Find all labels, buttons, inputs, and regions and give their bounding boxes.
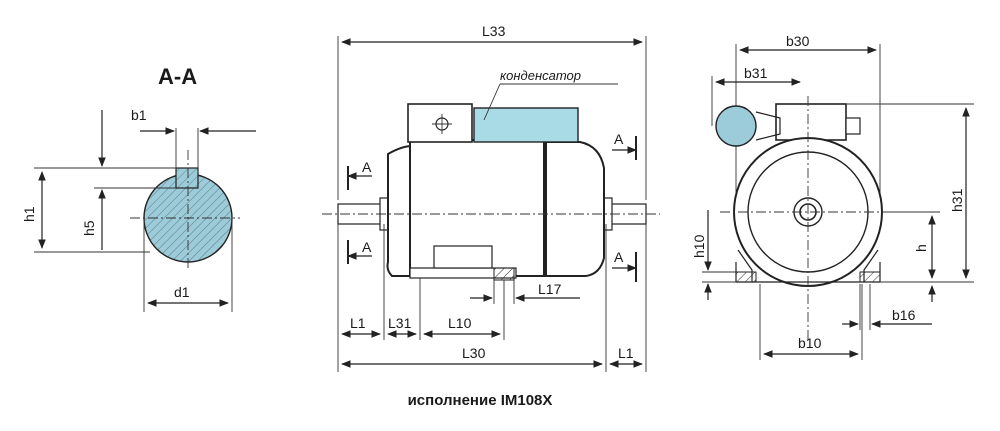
capacitor-round xyxy=(715,105,757,147)
section-marks-left: А А xyxy=(347,159,372,264)
dim-L1-left: L1 xyxy=(341,224,385,340)
dim-L17: L17 xyxy=(470,280,580,304)
svg-text:L10: L10 xyxy=(448,315,472,331)
dim-d1: d1 xyxy=(143,218,233,312)
svg-text:b10: b10 xyxy=(798,335,822,351)
dim-b16: b16 xyxy=(842,284,932,330)
dim-h10: h10 xyxy=(691,210,736,300)
svg-text:L30: L30 xyxy=(462,345,486,361)
svg-text:L1: L1 xyxy=(350,315,366,331)
svg-text:b31: b31 xyxy=(744,65,768,81)
svg-text:А: А xyxy=(362,159,372,175)
dim-h5: h5 xyxy=(81,110,176,250)
svg-text:b16: b16 xyxy=(892,307,916,323)
side-view: L33 конден xyxy=(322,23,660,372)
dim-h1: h1 xyxy=(21,167,176,253)
drawing-caption: исполнение IM108X xyxy=(407,392,553,409)
dim-b1: b1 xyxy=(131,107,256,168)
svg-text:А: А xyxy=(614,131,624,147)
dim-L10: L10 xyxy=(423,280,505,340)
svg-text:L1: L1 xyxy=(618,345,634,361)
dim-L31: L31 xyxy=(387,278,421,340)
capacitor-label: конденсатор xyxy=(500,68,581,83)
dim-b31: b31 xyxy=(711,65,801,126)
motor-body: конденсатор xyxy=(322,68,660,281)
dim-L1-right: L1 xyxy=(609,224,647,372)
shaft-section xyxy=(130,150,240,270)
dim-h: h xyxy=(882,211,940,302)
svg-text:А: А xyxy=(614,249,624,265)
dim-b10: b10 xyxy=(759,284,863,360)
front-body xyxy=(715,96,900,340)
svg-text:h10: h10 xyxy=(691,234,707,258)
svg-text:h5: h5 xyxy=(81,220,97,236)
svg-text:h: h xyxy=(913,244,929,252)
dim-L30: L30 xyxy=(337,224,607,372)
svg-text:b30: b30 xyxy=(786,33,810,49)
section-title: А-А xyxy=(158,64,197,89)
svg-text:h31: h31 xyxy=(949,188,965,212)
svg-text:d1: d1 xyxy=(174,284,190,300)
svg-text:L17: L17 xyxy=(538,281,562,297)
front-view: b30 b31 xyxy=(691,33,974,360)
svg-text:L33: L33 xyxy=(482,23,506,39)
section-view: А-А b1 h1 xyxy=(21,64,256,312)
dim-L33: L33 xyxy=(337,23,647,200)
svg-text:L31: L31 xyxy=(388,315,412,331)
section-marks-right: А А xyxy=(612,131,637,282)
dim-h31: h31 xyxy=(846,103,974,283)
capacitor xyxy=(473,107,579,143)
svg-text:h1: h1 xyxy=(21,206,37,222)
svg-text:b1: b1 xyxy=(131,107,147,123)
svg-text:А: А xyxy=(362,239,372,255)
